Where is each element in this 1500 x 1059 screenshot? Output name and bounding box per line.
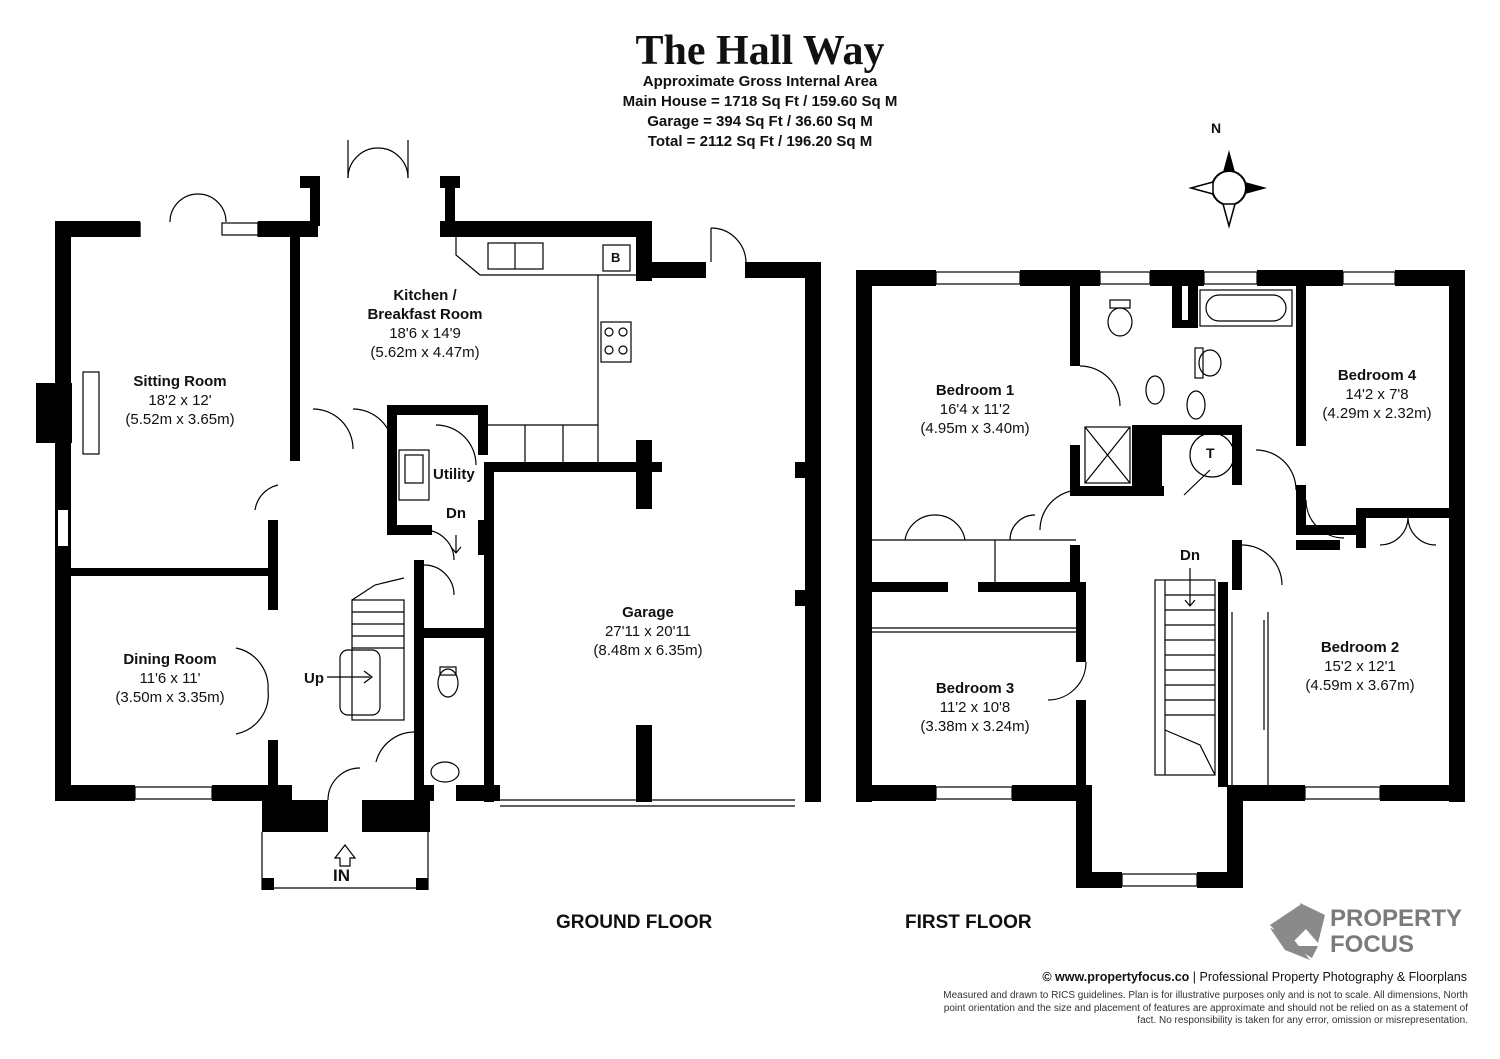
- room-dim-imperial: 18'6 x 14'9: [389, 325, 461, 342]
- room-bedroom-4: Bedroom 4 14'2 x 7'8 (4.29m x 2.32m): [1292, 366, 1462, 423]
- room-name: Bedroom 1: [935, 382, 1015, 399]
- room-name: Dining Room: [123, 651, 217, 668]
- room-name: Sitting Room: [133, 373, 227, 390]
- footer-copyright: © www.propertyfocus.co | Professional Pr…: [985, 970, 1467, 984]
- room-garage: Garage 27'11 x 20'11 (8.48m x 6.35m): [563, 603, 733, 660]
- stairs-up-label: Up: [304, 670, 324, 687]
- boiler-label: B: [611, 250, 621, 265]
- main-house-area: Main House = 1718 Sq Ft / 159.60 Sq M: [622, 93, 898, 110]
- room-dim-metric: (8.48m x 6.35m): [593, 642, 703, 659]
- tank-label: T: [1206, 445, 1215, 461]
- room-dim-metric: (4.59m x 3.67m): [1305, 677, 1415, 694]
- room-bedroom-2: Bedroom 2 15'2 x 12'1 (4.59m x 3.67m): [1275, 638, 1445, 695]
- room-bedroom-3: Bedroom 3 11'2 x 10'8 (3.38m x 3.24m): [890, 679, 1060, 736]
- room-dim-metric: (3.38m x 3.24m): [920, 718, 1030, 735]
- first-floor-stairs-down-label: Dn: [1180, 547, 1200, 564]
- room-dim-imperial: 11'6 x 11': [139, 670, 201, 687]
- room-dim-imperial: 15'2 x 12'1: [1324, 658, 1396, 675]
- logo-line-1: PROPERTY: [1330, 905, 1463, 932]
- room-dim-imperial: 11'2 x 10'8: [939, 699, 1011, 716]
- walls-ground-floor: [36, 176, 821, 890]
- area-summary: Approximate Gross Internal Area Main Hou…: [560, 72, 960, 152]
- copyright-link[interactable]: © www.propertyfocus.co: [1042, 970, 1190, 984]
- room-dim-metric: (4.29m x 2.32m): [1322, 405, 1432, 422]
- first-floor-label: FIRST FLOOR: [905, 912, 1032, 933]
- ground-floor-label: GROUND FLOOR: [556, 912, 713, 933]
- room-name: Bedroom 2: [1320, 639, 1400, 656]
- tagline: | Professional Property Photography & Fl…: [1189, 970, 1467, 984]
- utility-label: Utility: [433, 466, 475, 483]
- area-heading: Approximate Gross Internal Area: [642, 73, 878, 90]
- property-focus-logo-text: PROPERTY FOCUS: [1330, 906, 1462, 958]
- room-bedroom-1: Bedroom 1 16'4 x 11'2 (4.95m x 3.40m): [890, 381, 1060, 438]
- property-focus-logo-mark: [1270, 903, 1325, 960]
- room-dim-metric: (5.62m x 4.47m): [370, 344, 480, 361]
- room-dim-metric: (5.52m x 3.65m): [125, 411, 235, 428]
- room-dining-room: Dining Room 11'6 x 11' (3.50m x 3.35m): [85, 650, 255, 707]
- disclaimer-text: Measured and drawn to RICS guidelines. P…: [943, 990, 1468, 1026]
- garage-area: Garage = 394 Sq Ft / 36.60 Sq M: [647, 113, 873, 130]
- plan-title: The Hall Way: [635, 28, 885, 74]
- room-dim-imperial: 14'2 x 7'8: [1345, 386, 1409, 403]
- compass-north-label: N: [1211, 120, 1222, 136]
- room-dim-metric: (3.50m x 3.35m): [115, 689, 225, 706]
- room-name: Bedroom 3: [935, 680, 1015, 697]
- room-dim-imperial: 16'4 x 11'2: [939, 401, 1011, 418]
- fixtures-first-floor: [872, 271, 1437, 887]
- room-name: Bedroom 4: [1337, 367, 1417, 384]
- room-dim-imperial: 18'2 x 12': [148, 392, 212, 409]
- room-dim-imperial: 27'11 x 20'11: [604, 623, 692, 640]
- logo-line-2: FOCUS: [1330, 931, 1414, 958]
- room-kitchen: Kitchen / Breakfast Room 18'6 x 14'9 (5.…: [340, 286, 510, 362]
- walls-first-floor: [856, 270, 1465, 888]
- room-name: Garage: [622, 604, 674, 621]
- fixtures-ground-floor: [82, 140, 795, 890]
- stairs-down-label: Dn: [446, 505, 466, 522]
- room-dim-metric: (4.95m x 3.40m): [920, 420, 1030, 437]
- room-name-line2: Breakfast Room: [367, 306, 483, 323]
- entrance-label: IN: [333, 866, 350, 885]
- room-sitting-room: Sitting Room 18'2 x 12' (5.52m x 3.65m): [95, 372, 265, 429]
- compass-rose: [1188, 150, 1267, 229]
- room-name: Kitchen /: [393, 287, 457, 304]
- total-area: Total = 2112 Sq Ft / 196.20 Sq M: [647, 133, 873, 150]
